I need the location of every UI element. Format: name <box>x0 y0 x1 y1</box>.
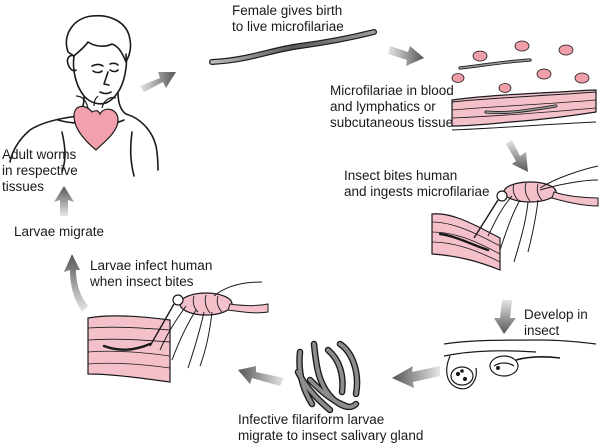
arrow-1 <box>140 72 176 92</box>
label-adult-worms: Adult worms in respective tissues <box>2 147 78 194</box>
label-larvae-infect-human: Larvae infect human when insect bites <box>90 258 213 289</box>
mosquito-biting-illustration <box>87 281 269 383</box>
arrow-4 <box>494 300 516 334</box>
label-insect-bites-human: Insect bites human and ingests microfila… <box>344 168 490 199</box>
arrow-3 <box>506 140 528 172</box>
mosquito-ingesting-illustration <box>431 165 599 271</box>
adult-worm-illustration <box>209 29 377 65</box>
insect-development-illustration <box>443 339 597 390</box>
cycle-arrows <box>54 46 528 388</box>
label-female-gives-birth: Female gives birth to live microfilariae <box>232 3 344 34</box>
arrow-7 <box>64 254 88 312</box>
heart-illustration <box>73 95 119 151</box>
label-microfilariae-in-blood: Microfilariae in blood and lymphatics or… <box>330 83 454 130</box>
blood-tissue-illustration <box>451 40 597 131</box>
label-develop-in-insect: Develop in insect <box>524 307 588 338</box>
infective-larvae-illustration <box>294 340 361 414</box>
arrow-5 <box>392 366 440 388</box>
human-figure <box>9 14 159 177</box>
arrow-6 <box>238 366 284 386</box>
label-infective-larvae: Infective filariform larvae migrate to i… <box>238 412 424 443</box>
arrow-8 <box>54 186 74 216</box>
label-larvae-migrate: Larvae migrate <box>14 224 105 239</box>
arrow-2 <box>388 46 424 66</box>
